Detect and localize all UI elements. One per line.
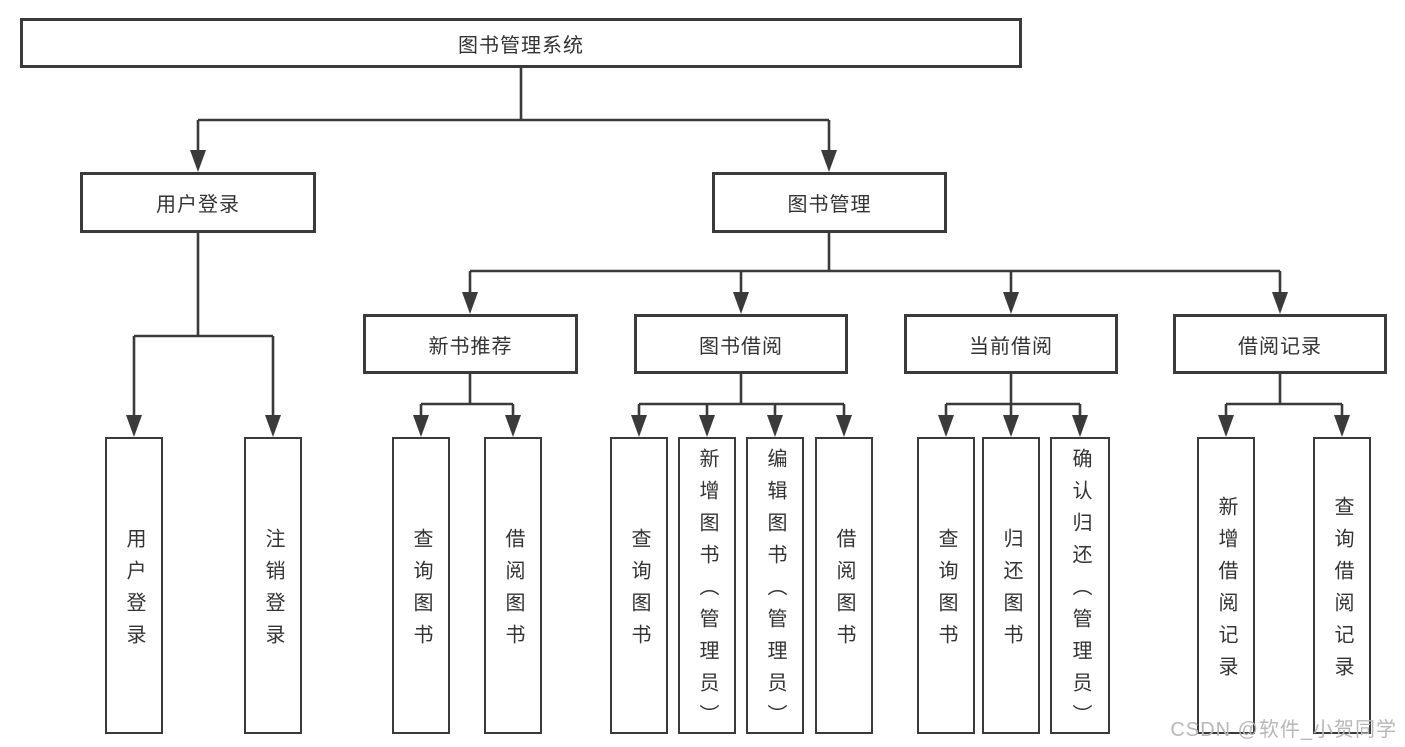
leaf-borrow-books: 借阅图书 bbox=[484, 437, 542, 734]
leaf-label: 借阅图书 bbox=[502, 527, 524, 656]
node-user-login: 用户登录 bbox=[80, 172, 316, 233]
leaf-label: 用户登录 bbox=[123, 527, 145, 656]
leaf-label: 借阅图书 bbox=[833, 527, 855, 656]
leaf-label: 编辑图书（管理员） bbox=[764, 447, 786, 736]
leaf-return-books: 归还图书 bbox=[982, 437, 1040, 734]
csdn-watermark: CSDN @软件_小贺同学 bbox=[1170, 719, 1397, 741]
leaf-label: 查询图书 bbox=[628, 527, 650, 656]
node-book-management: 图书管理 bbox=[712, 172, 947, 233]
leaf-add-borrow-record: 新增借阅记录 bbox=[1197, 437, 1255, 734]
leaf-label: 确认归还（管理员） bbox=[1069, 447, 1091, 736]
leaf-confirm-return-admin: 确认归还（管理员） bbox=[1050, 437, 1110, 736]
leaf-logout: 注销登录 bbox=[244, 437, 302, 734]
leaf-user-login: 用户登录 bbox=[105, 437, 163, 734]
leaf-label: 查询借阅记录 bbox=[1331, 495, 1353, 688]
leaf-borrow-books: 借阅图书 bbox=[815, 437, 873, 734]
node-current-borrowing: 当前借阅 bbox=[904, 314, 1118, 374]
node-new-book-recommend: 新书推荐 bbox=[363, 314, 578, 374]
leaf-query-books: 查询图书 bbox=[392, 437, 450, 734]
leaf-label: 新增图书（管理员） bbox=[696, 447, 718, 736]
leaf-query-borrow-record: 查询借阅记录 bbox=[1313, 437, 1371, 734]
leaf-label: 新增借阅记录 bbox=[1215, 495, 1237, 688]
node-book-borrowing: 图书借阅 bbox=[634, 314, 848, 374]
leaf-query-books: 查询图书 bbox=[610, 437, 668, 734]
leaf-edit-books-admin: 编辑图书（管理员） bbox=[746, 437, 804, 736]
leaf-add-books-admin: 新增图书（管理员） bbox=[678, 437, 736, 736]
node-borrowing-records: 借阅记录 bbox=[1173, 314, 1387, 374]
leaf-query-books: 查询图书 bbox=[917, 437, 975, 734]
leaf-label: 查询图书 bbox=[935, 527, 957, 656]
node-system-root: 图书管理系统 bbox=[20, 18, 1022, 68]
leaf-label: 归还图书 bbox=[1000, 527, 1022, 656]
leaf-label: 注销登录 bbox=[262, 527, 284, 656]
leaf-label: 查询图书 bbox=[410, 527, 432, 656]
